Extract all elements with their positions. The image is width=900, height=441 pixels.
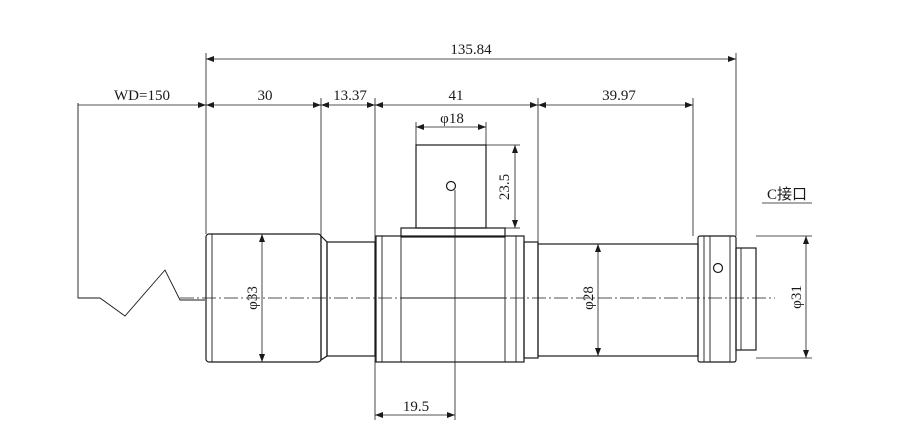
dim-body-diameter: φ28: [581, 286, 597, 310]
mount-label: C接口: [767, 186, 807, 203]
dim-knob-height: 23.5: [497, 174, 513, 200]
neck-section: [326, 241, 376, 357]
dim-knob-offset: 19.5: [403, 399, 429, 415]
knob-screw: [445, 180, 457, 192]
dim-working-distance: WD=150: [114, 88, 170, 104]
adjustment-knob: [415, 144, 487, 229]
c-mount-thread: [735, 247, 757, 351]
rear-barrel: [537, 243, 699, 357]
dim-front-diameter: φ33: [245, 286, 261, 310]
middle-body: [375, 235, 525, 363]
dim-total-length: 135.84: [450, 42, 492, 58]
working-distance-break-line: [77, 103, 205, 317]
dim-rear-length: 39.97: [602, 88, 636, 104]
lens-body: [205, 144, 757, 363]
mount-screw: [712, 262, 724, 274]
dim-section-3: 41: [449, 88, 464, 104]
dim-mount-diameter: φ31: [789, 285, 805, 309]
dim-section-2: 13.37: [333, 88, 367, 104]
dim-knob-width: φ18: [440, 111, 464, 127]
dimension-lines: [78, 56, 812, 418]
extension-lines: [205, 53, 812, 420]
dim-front-length: 30: [258, 88, 273, 104]
rear-step: [523, 241, 539, 359]
